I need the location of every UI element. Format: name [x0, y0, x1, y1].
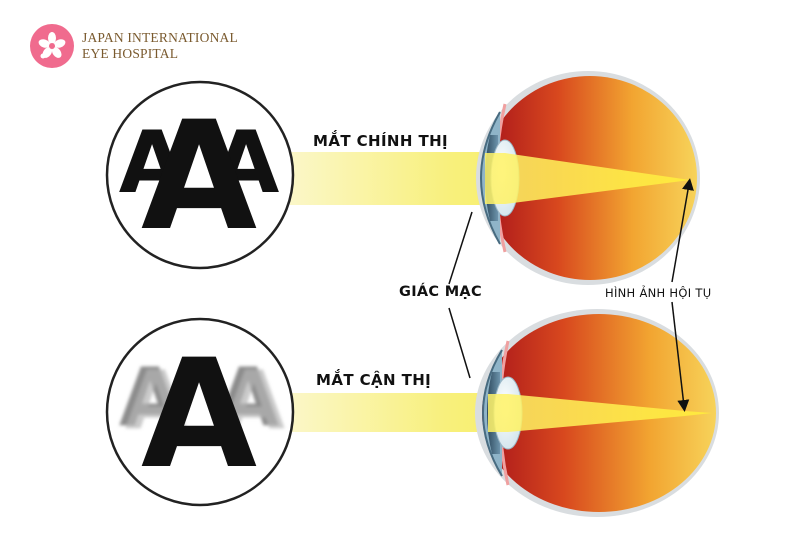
cornea-pointer-bottom [448, 307, 471, 379]
blurred-letter-right: A [217, 351, 279, 444]
letter-chart-myopic: A A A A A [105, 317, 295, 507]
focus-arrow-top [671, 178, 694, 283]
logo-text: JAPAN INTERNATIONAL EYE HOSPITAL [82, 30, 238, 62]
chart-letter-left: A [119, 113, 186, 213]
focused-beam-myopic [488, 394, 712, 432]
logo-line-1: JAPAN INTERNATIONAL [82, 30, 238, 45]
blurred-letter-right-shadow: A [223, 354, 285, 447]
focused-beam-normal [485, 153, 690, 204]
chart-letter-center-myopic: A [141, 328, 257, 502]
label-myopic-eye: MẮT CẬN THỊ [316, 371, 432, 389]
blurred-letter-left: A [119, 351, 181, 444]
letter-chart-normal: A A A [105, 80, 295, 270]
cornea-pointer-top [448, 211, 473, 285]
label-cornea: GIÁC MẠC [399, 284, 482, 300]
logo-line-2: EYE HOSPITAL [82, 46, 179, 61]
chart-letter-center: A [141, 90, 257, 264]
hospital-logo: JAPAN INTERNATIONAL EYE HOSPITAL [30, 24, 238, 68]
blurred-letter-left-shadow: A [125, 354, 187, 447]
label-normal-eye: MẮT CHÍNH THỊ [313, 132, 449, 150]
focus-arrow-bottom [671, 301, 690, 412]
sakura-flower-icon [30, 24, 74, 68]
label-focus-image: HÌNH ẢNH HỘI TỤ [605, 286, 712, 300]
chart-letter-right: A [213, 113, 280, 213]
